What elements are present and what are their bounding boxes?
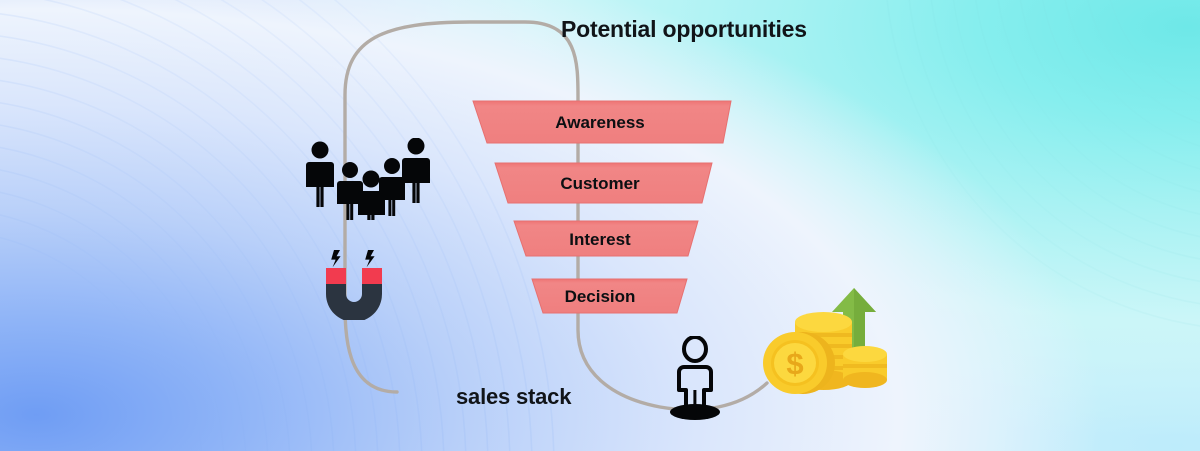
page-title: Potential opportunities xyxy=(561,16,807,42)
horseshoe-magnet-icon xyxy=(326,250,382,320)
coin-stack-right xyxy=(843,346,887,388)
funnel-stage-2-shape[interactable] xyxy=(494,162,713,204)
coin-stack-icon: $ xyxy=(763,288,887,394)
spark-icon xyxy=(331,250,375,268)
funnel-stage-4-shape[interactable] xyxy=(531,278,688,314)
funnel-stage-1-shape[interactable] xyxy=(472,100,732,144)
svg-text:$: $ xyxy=(786,346,803,381)
funnel-stage-3-shape[interactable] xyxy=(513,220,699,257)
coin-dollar-face: $ xyxy=(763,332,835,394)
people-group-icon xyxy=(306,138,430,220)
magnet-tip-left xyxy=(326,268,346,284)
magnet-body xyxy=(326,284,382,320)
single-person-icon xyxy=(670,336,720,420)
magnet-tip-right xyxy=(362,268,382,284)
sales-stack-label: sales stack xyxy=(456,384,572,409)
